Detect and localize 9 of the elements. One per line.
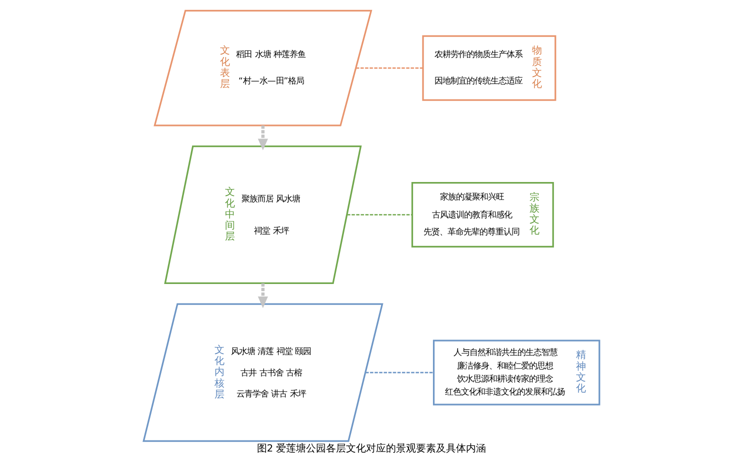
arrow bbox=[257, 126, 268, 150]
connector bbox=[364, 372, 434, 374]
node-box: 人与自然和谐共生的生态智慧 廉洁修身、和睦仁爱的思想 饮水思源和耕读传家的理念 红色文化和非遗文化的发展和弘扬 精神文化 bbox=[432, 340, 600, 406]
node-box: 农耕劳作的物质生产体系 因地制宜的传统生态适应 物质文化 bbox=[422, 35, 556, 101]
node-box: 家族的凝聚和兴旺 古风遗训的教育和感化 先贤、革命先辈的尊重认同 宗族文化 bbox=[410, 182, 554, 248]
caption: 图2 爱莲塘公园各层文化对应的景观要素及具体内涵 bbox=[256, 443, 486, 454]
connector bbox=[355, 67, 422, 69]
arrow bbox=[257, 283, 268, 308]
connector bbox=[346, 214, 412, 216]
